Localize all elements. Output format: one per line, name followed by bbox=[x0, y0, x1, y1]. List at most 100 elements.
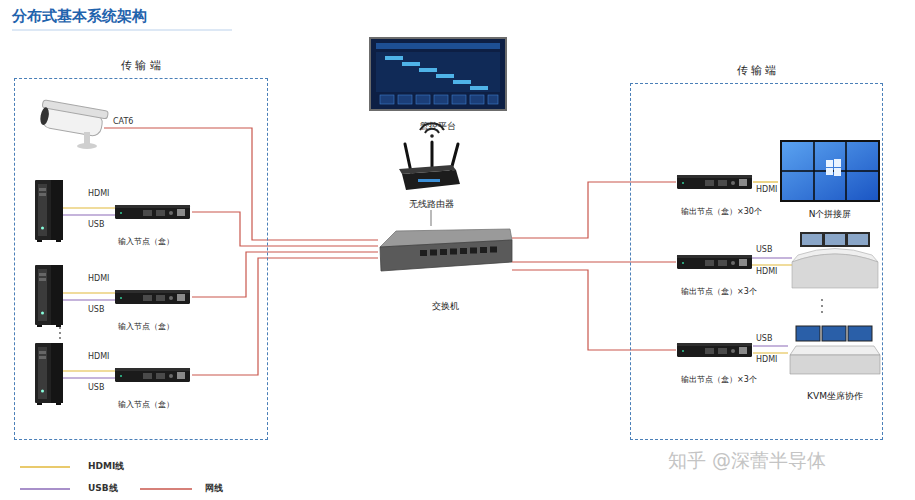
connector-line bbox=[512, 270, 676, 350]
monitor-screen bbox=[848, 234, 868, 245]
screen-icon bbox=[434, 95, 448, 104]
video-wall: N个拼接屏 bbox=[778, 138, 882, 220]
ellipsis-dot bbox=[821, 311, 823, 313]
connector-line bbox=[430, 210, 431, 226]
input-node: 输入节点（盒） bbox=[113, 203, 192, 247]
monitor-screen bbox=[825, 234, 845, 245]
switch-port bbox=[460, 248, 467, 254]
edge-label: USB bbox=[756, 334, 772, 344]
logo-pane bbox=[826, 168, 833, 175]
pc-tower bbox=[35, 265, 63, 327]
screen-header bbox=[376, 43, 500, 49]
hdmi-wire bbox=[752, 264, 792, 265]
node-label: 输入节点（盒） bbox=[118, 400, 174, 410]
pc-tower bbox=[35, 180, 63, 242]
node-label: 输出节点（盒）×30个 bbox=[681, 207, 762, 217]
wire-label: HDMI bbox=[88, 352, 109, 362]
diagram-title: 分布式基本系统架构 bbox=[12, 7, 147, 26]
pc-tower bbox=[35, 343, 63, 405]
legend-sample bbox=[20, 466, 70, 467]
screen-icon bbox=[380, 95, 394, 104]
transmit-group: 传 输 端输出节点（盒）×30个N个拼接屏输出节点（盒）×3个输出节点（盒）×3… bbox=[630, 83, 883, 440]
logo-pane bbox=[826, 160, 833, 167]
screen-icon bbox=[488, 95, 498, 104]
wire-label: USB bbox=[88, 305, 104, 315]
switch-port bbox=[480, 247, 487, 253]
output-box bbox=[677, 175, 752, 189]
node-label: KVM坐席协作 bbox=[807, 391, 863, 402]
group-heading: 传 输 端 bbox=[15, 59, 267, 73]
legend-text: HDMI线 bbox=[88, 461, 124, 472]
desk-body bbox=[792, 254, 878, 288]
network-wire bbox=[104, 128, 378, 240]
connector-line bbox=[753, 345, 788, 346]
logo-pane bbox=[834, 159, 841, 167]
switch-port bbox=[440, 249, 447, 255]
router-antenna bbox=[431, 142, 434, 169]
node-label: 输出节点（盒）×3个 bbox=[681, 375, 757, 385]
usb-wire bbox=[752, 257, 792, 258]
legend-text: 网线 bbox=[205, 483, 223, 494]
kvm-monitor bbox=[822, 326, 846, 341]
node-label: 输入节点（盒） bbox=[118, 237, 174, 247]
usb-wire bbox=[63, 215, 115, 378]
ellipsis-dot bbox=[821, 305, 823, 307]
logo-pane bbox=[834, 168, 841, 176]
hdmi-wire bbox=[63, 208, 115, 371]
desk-monitors bbox=[800, 232, 870, 247]
legend-text: USB线 bbox=[88, 483, 118, 494]
network-switch: 交换机 bbox=[378, 226, 512, 312]
input-box bbox=[115, 290, 190, 304]
connector-line bbox=[512, 261, 676, 262]
wire-label: CAT6 bbox=[113, 117, 133, 127]
legend-sample bbox=[20, 488, 70, 489]
screen-bar bbox=[385, 56, 403, 60]
output-node: 输出节点（盒）×30个 bbox=[676, 173, 753, 217]
wire-label: USB bbox=[88, 220, 104, 230]
group-heading: 传 输 端 bbox=[631, 64, 882, 78]
wall-seams bbox=[782, 142, 878, 200]
node-label: N个拼接屏 bbox=[809, 209, 852, 220]
node-label: 交换机 bbox=[432, 301, 459, 312]
router-antenna bbox=[405, 144, 411, 172]
watermark: 知乎 @深蕾半导体 bbox=[668, 449, 826, 472]
switch-port bbox=[450, 249, 457, 255]
screen-icon bbox=[416, 95, 430, 104]
switch-port bbox=[430, 250, 437, 256]
wire-label: USB bbox=[756, 245, 772, 255]
input-box bbox=[115, 205, 190, 219]
screen-icon bbox=[452, 95, 466, 104]
control-platform: 管控平台 bbox=[368, 36, 508, 132]
router-leds bbox=[418, 179, 440, 182]
switch-port bbox=[470, 248, 477, 254]
wifi-dot bbox=[430, 134, 434, 138]
desk-top bbox=[790, 346, 880, 355]
legend-sample bbox=[140, 488, 192, 489]
camera-mount bbox=[84, 132, 90, 144]
ellipsis-dot bbox=[821, 299, 823, 301]
wire-label: HDMI bbox=[88, 274, 109, 284]
edge-label: HDMI bbox=[756, 355, 777, 365]
connector-line bbox=[753, 352, 788, 353]
wire-label: USB bbox=[88, 383, 104, 393]
camera-lens bbox=[39, 107, 50, 126]
screen-bar bbox=[402, 62, 420, 66]
node-label: 管控平台 bbox=[420, 121, 456, 132]
camera-base bbox=[77, 143, 97, 149]
title-rule bbox=[12, 29, 232, 31]
wireless-router: 无线路由器 bbox=[395, 120, 467, 210]
output-node: 输出节点（盒）×3个 bbox=[676, 253, 753, 297]
connector-line bbox=[512, 182, 676, 238]
input-node: 输入节点（盒） bbox=[113, 366, 192, 410]
platform-screen bbox=[370, 38, 506, 110]
router-body bbox=[402, 170, 460, 190]
ellipsis-dot bbox=[59, 337, 61, 339]
ellipsis-dot bbox=[59, 332, 61, 334]
desk-body bbox=[790, 355, 880, 374]
switch-front bbox=[380, 240, 512, 271]
ellipsis-dot bbox=[59, 327, 61, 329]
switch-port bbox=[490, 247, 497, 253]
input-box bbox=[115, 368, 190, 382]
output-box bbox=[677, 343, 752, 357]
screen-bar bbox=[436, 74, 454, 78]
